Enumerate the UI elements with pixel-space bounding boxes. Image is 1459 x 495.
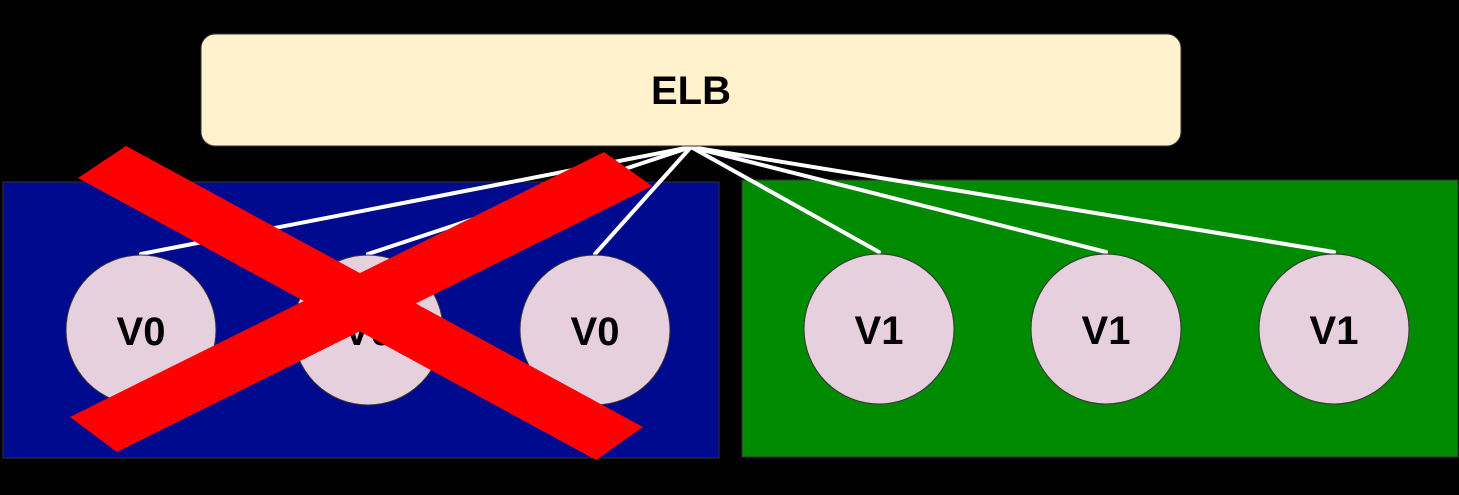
load-balancer: ELB — [200, 33, 1182, 147]
instance-label: V0 — [571, 310, 620, 354]
instance-label: V1 — [1082, 309, 1131, 353]
instance-label: V0 — [117, 310, 166, 354]
cross-stroke-2 — [70, 152, 652, 452]
elb-box — [200, 33, 1182, 147]
instance-node: V1 — [1258, 253, 1410, 405]
instance-label: V1 — [855, 309, 904, 353]
connector-v0-3 — [593, 145, 693, 256]
instance-node: V1 — [1030, 253, 1182, 405]
v1-nodes: V1 V1 V1 — [803, 253, 1410, 405]
instance-node: V1 — [803, 253, 955, 405]
instance-label: V1 — [1310, 309, 1359, 353]
instance-node: V0 — [519, 254, 671, 406]
elb-label: ELB — [651, 69, 731, 113]
connector-v1-2 — [689, 145, 1108, 254]
removed-cross-icon — [70, 146, 652, 460]
connector-v1-3 — [689, 145, 1336, 254]
connector-v1-1 — [689, 145, 881, 254]
